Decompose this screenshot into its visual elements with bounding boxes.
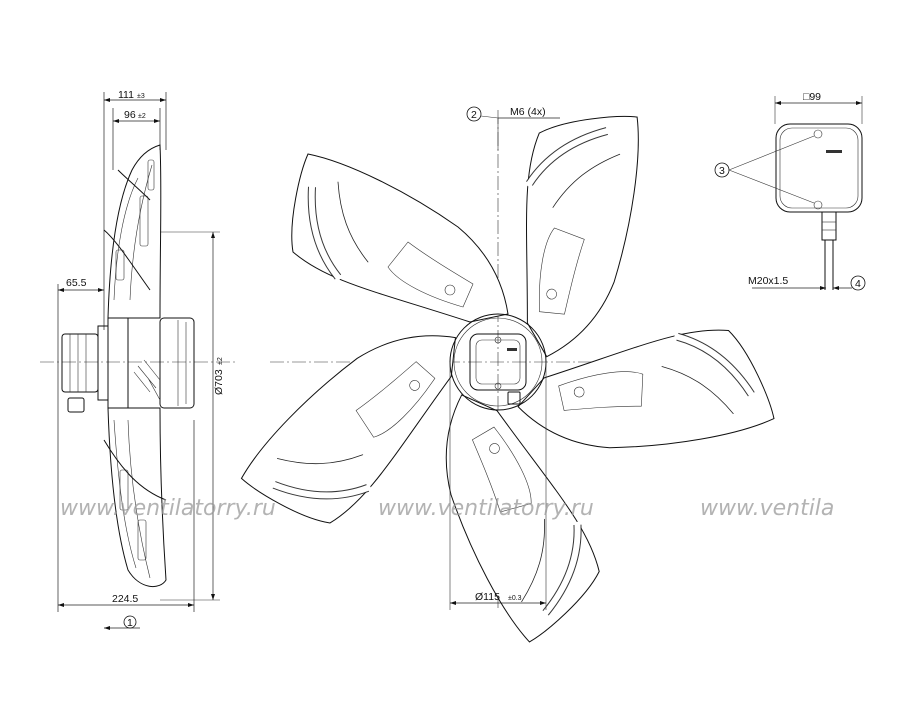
blade-slot <box>276 454 364 465</box>
callout-4 <box>850 275 866 291</box>
dim-width-inner: 96 <box>124 109 136 121</box>
dim-motor-depth: 65.5 <box>66 277 87 289</box>
fan-blade-outline <box>291 153 509 323</box>
dim-diameter-tol: ±2 <box>217 357 224 365</box>
callout-2 <box>466 106 482 122</box>
terminal-box-view: □99 3 M20x1.5 4 <box>714 91 866 291</box>
blade-slot <box>674 333 755 398</box>
callout-1 <box>123 615 137 629</box>
dim-diameter: Ø703 <box>213 369 225 395</box>
blade-slot <box>337 181 369 263</box>
fan-blade-outline <box>526 116 639 358</box>
blade-slot <box>521 518 545 603</box>
callout-1-label: 1 <box>127 617 133 629</box>
blade-slot <box>308 184 341 280</box>
blade-slot <box>271 481 371 499</box>
blade-bolt <box>489 443 500 454</box>
blade-mount-pad <box>387 241 474 308</box>
watermark-2: www.ventilatorry.ru <box>378 496 594 521</box>
blade-slot <box>542 521 581 616</box>
blade-mount-pad <box>538 227 585 315</box>
fan-blade <box>526 116 639 358</box>
fan-blade-outline <box>517 329 775 449</box>
dim-width-total-tol: ±3 <box>137 93 145 100</box>
fan-blade <box>445 394 600 643</box>
dim-screw: M6 (4x) <box>510 106 546 118</box>
cable-gland <box>821 211 837 241</box>
callout-4-label: 4 <box>855 278 861 290</box>
blade-mount-pad <box>355 361 436 438</box>
side-view: 111 ±3 96 ±2 65.5 Ø703 ±2 224.5 <box>40 89 235 630</box>
dim-gland: M20x1.5 <box>748 275 788 287</box>
dim-box-size: □99 <box>803 91 821 103</box>
dim-overall-depth: 224.5 <box>112 593 138 605</box>
dim-hub-diameter: Ø115 <box>475 591 500 603</box>
fan-blade-outline <box>445 394 600 643</box>
blade-slot <box>552 153 621 208</box>
callout-2-label: 2 <box>471 109 477 121</box>
fan-blade <box>291 153 509 323</box>
watermark: www.ventilatorry.ru www.ventilatorry.ru … <box>60 496 834 521</box>
blade-slot <box>526 128 610 187</box>
front-view: 2 M6 (4x) Ø115 ±0.3 <box>240 106 775 643</box>
blade-mount-pad <box>471 426 532 513</box>
blade-slot <box>661 366 734 414</box>
fan-blade <box>240 335 456 524</box>
callout-3-label: 3 <box>719 165 725 177</box>
dim-width-total: 111 <box>118 89 134 101</box>
watermark-1: www.ventilatorry.ru <box>60 496 276 521</box>
blade-bolt <box>573 386 585 398</box>
blade-bolt <box>409 380 420 391</box>
watermark-3: www.ventila <box>700 496 834 521</box>
fan-blade-outline <box>240 335 456 524</box>
blade-bolt <box>546 288 557 300</box>
terminal-box <box>775 123 863 213</box>
dim-width-inner-tol: ±2 <box>138 113 146 120</box>
blade-bolt <box>444 284 456 296</box>
fan-blade <box>517 329 775 449</box>
dim-hub-diameter-tol: ±0.3 <box>508 595 522 602</box>
blade-mount-pad <box>558 371 644 411</box>
